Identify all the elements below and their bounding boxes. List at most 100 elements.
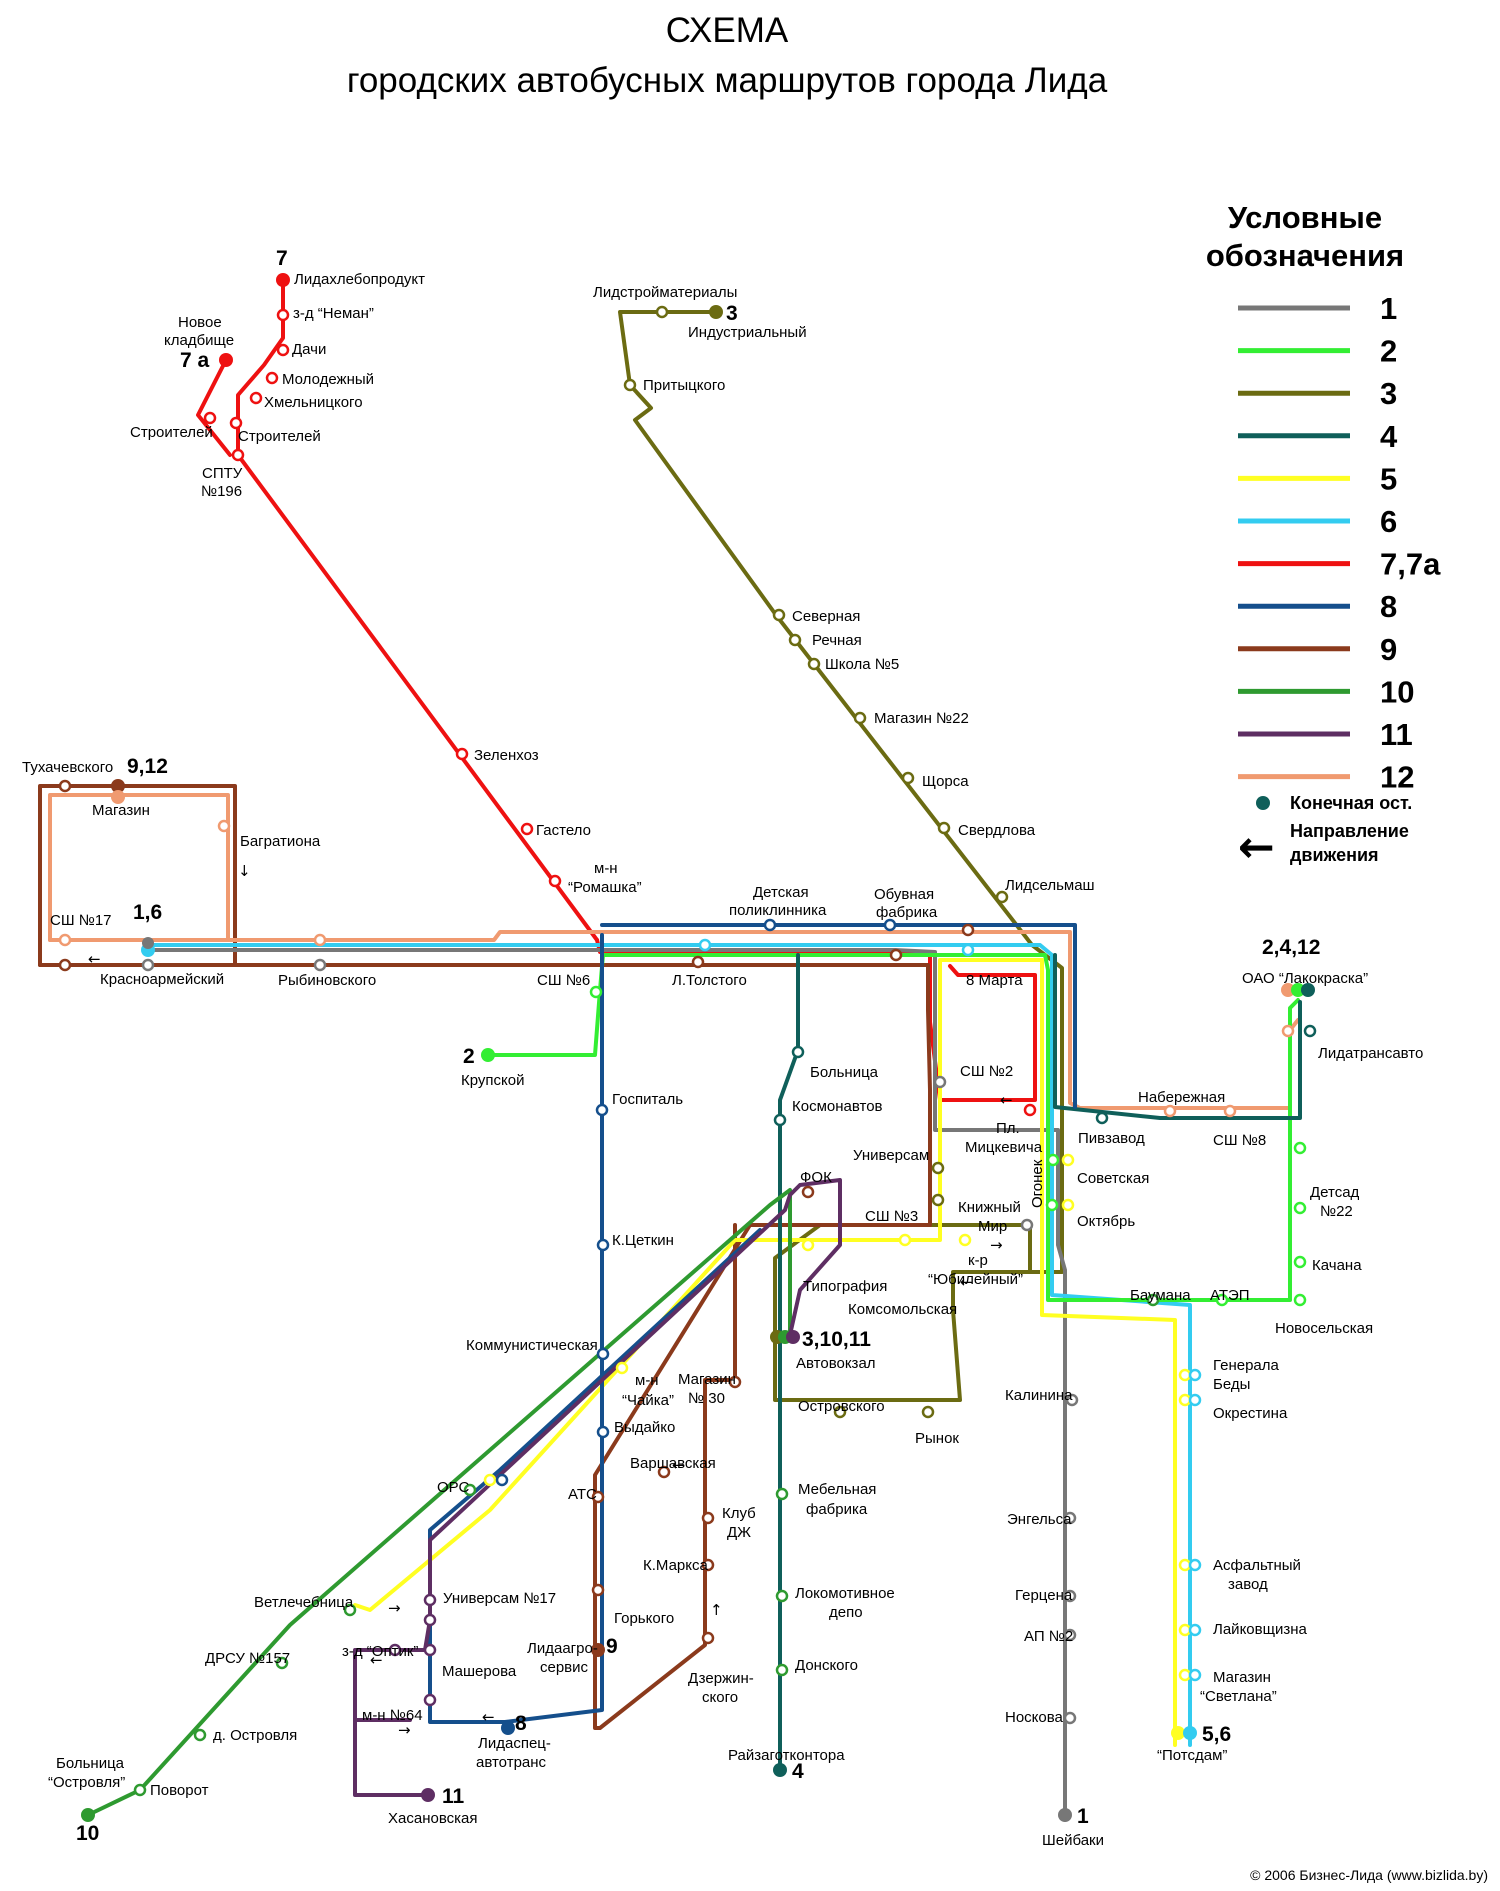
stop-label: к-р bbox=[968, 1252, 988, 1269]
stop-label: 8 Марта bbox=[966, 972, 1023, 989]
legend-route-label: 12 bbox=[1380, 760, 1414, 795]
legend-route-label: 8 bbox=[1380, 589, 1397, 624]
stop-label: “Ромашка” bbox=[568, 879, 642, 896]
terminal-3: 3 bbox=[726, 302, 738, 325]
stop-label: Мебельная bbox=[798, 1481, 876, 1498]
stop-label: Калинина bbox=[1005, 1387, 1073, 1404]
legend-route-label: 10 bbox=[1380, 674, 1414, 709]
legend-route-label: 1 bbox=[1380, 291, 1397, 326]
stop-label: депо bbox=[829, 1604, 863, 1621]
stop-label: СШ №2 bbox=[960, 1063, 1013, 1080]
stop-label: Речная bbox=[812, 632, 862, 649]
stop-label: Лидатрансавто bbox=[1318, 1045, 1423, 1062]
stop-label: Горького bbox=[614, 1610, 674, 1627]
stop-label: з-д “Неман” bbox=[293, 305, 374, 322]
stop-label: Локомотивное bbox=[795, 1585, 895, 1602]
stop-label: Хасановская bbox=[388, 1810, 477, 1827]
arrow-right-icon: → bbox=[990, 1236, 1003, 1254]
terminal-8: 8 bbox=[515, 1712, 527, 1735]
stop-label: Рыбиновского bbox=[278, 972, 376, 989]
stop-label: фабрика bbox=[806, 1501, 868, 1518]
terminal-11: 11 bbox=[442, 1785, 465, 1808]
legend-direction-label: Направление bbox=[1290, 821, 1409, 841]
arrow-down-icon: ↓ bbox=[238, 862, 251, 880]
arrow-left-icon: ← bbox=[370, 1651, 383, 1669]
stop-label: СШ №8 bbox=[1213, 1132, 1266, 1149]
stop-label: ДЖ bbox=[727, 1524, 751, 1541]
legend-title: Условные bbox=[1228, 200, 1382, 235]
terminal-1-6: 1,6 bbox=[133, 901, 162, 924]
stop-label: Гастело bbox=[536, 822, 591, 839]
stop-label: фабрика bbox=[876, 904, 938, 921]
arrow-left-icon: ← bbox=[482, 1708, 495, 1726]
direction-arrows: ← ↓ ← → ← ← ↑ → ← → ← bbox=[88, 862, 1013, 1739]
legend-route-label: 4 bbox=[1380, 419, 1398, 454]
stop-label: сервис bbox=[540, 1659, 589, 1676]
arrow-right-icon: → bbox=[388, 1599, 401, 1617]
arrow-up-icon: ↑ bbox=[710, 1601, 723, 1619]
stop-label: Новосельская bbox=[1275, 1320, 1373, 1337]
stop-label: Красноармейский bbox=[100, 971, 224, 988]
stop-label: Детсад bbox=[1310, 1184, 1360, 1201]
stop-label: Обувная bbox=[874, 886, 934, 903]
stop-label: з-д “Оптик” bbox=[342, 1643, 418, 1660]
stop-label: ФОК bbox=[800, 1169, 832, 1186]
stop-label: №196 bbox=[201, 483, 242, 500]
map-subtitle: городских автобусных маршрутов города Ли… bbox=[347, 61, 1108, 100]
legend-route-label: 11 bbox=[1380, 717, 1413, 752]
stop-label: К.Маркса bbox=[643, 1557, 708, 1574]
stop-label: Герцена bbox=[1015, 1587, 1073, 1604]
stop-label: Октябрь bbox=[1077, 1213, 1135, 1230]
terminal-9: 9 bbox=[606, 1635, 618, 1658]
stop-label: Машерова bbox=[442, 1663, 517, 1680]
stop-label: Варшавская bbox=[630, 1455, 716, 1472]
stop-label: “Островля” bbox=[48, 1774, 125, 1791]
stop-label: Автовокзал bbox=[796, 1355, 876, 1372]
stop-label: Баумана bbox=[1130, 1287, 1191, 1304]
stop-label: Райзаготконтора bbox=[728, 1747, 845, 1764]
stop-label: Новое bbox=[178, 314, 222, 331]
route-6-line bbox=[146, 943, 1192, 1747]
stop-label: завод bbox=[1228, 1576, 1268, 1593]
stop-label: Качана bbox=[1312, 1257, 1362, 1274]
legend-route-label: 5 bbox=[1380, 461, 1397, 496]
terminal-9-12: 9,12 bbox=[127, 755, 168, 778]
legend-route-label: 7,7а bbox=[1380, 547, 1441, 582]
stop-label: Набережная bbox=[1138, 1089, 1225, 1106]
terminal-1: 1 bbox=[1077, 1805, 1089, 1828]
stop-label: Донского bbox=[795, 1657, 858, 1674]
stop-label: Островского bbox=[798, 1398, 885, 1415]
map-title: СХЕМА bbox=[666, 11, 789, 50]
stop-label: Книжный bbox=[958, 1199, 1021, 1216]
stop-label: м-н bbox=[594, 860, 618, 877]
stop-label: Космонавтов bbox=[792, 1098, 883, 1115]
stop-label: АТС bbox=[568, 1486, 597, 1503]
stop-label: ДРСУ №157 bbox=[205, 1650, 290, 1667]
stop-label: Магазин №22 bbox=[874, 710, 969, 727]
stop-label: Лидаагро- bbox=[527, 1640, 598, 1657]
legend-route-label: 3 bbox=[1380, 376, 1397, 411]
stop-label: Больница bbox=[56, 1755, 125, 1772]
stop-label: Лидахлебопродукт bbox=[294, 271, 425, 288]
stop-label: “Потсдам” bbox=[1157, 1747, 1227, 1764]
stop-label: Больница bbox=[810, 1064, 879, 1081]
stop-label: Беды bbox=[1213, 1376, 1250, 1393]
stop-label: Асфальтный bbox=[1213, 1557, 1301, 1574]
stop-label: Свердлова bbox=[958, 822, 1036, 839]
stop-label: кладбище bbox=[164, 332, 234, 349]
stop-label: Северная bbox=[792, 608, 860, 625]
stop-label: “Юбилейный” bbox=[928, 1271, 1023, 1288]
stop-label: АП №2 bbox=[1024, 1628, 1073, 1645]
stop-label: Комсомольская bbox=[848, 1301, 957, 1318]
stop-label: Лидстройматериалы bbox=[593, 284, 737, 301]
stop-label: Дачи bbox=[292, 341, 326, 358]
stop-label: “Чайка” bbox=[622, 1392, 674, 1409]
stop-label: м-н №64 bbox=[362, 1707, 423, 1724]
stop-label: Носкова bbox=[1005, 1709, 1064, 1726]
stop-label: Госпиталь bbox=[612, 1091, 683, 1108]
stop-label: Магазин bbox=[678, 1371, 736, 1388]
stop-label: К.Цеткин bbox=[612, 1232, 674, 1249]
stop-label: Магазин bbox=[92, 802, 150, 819]
